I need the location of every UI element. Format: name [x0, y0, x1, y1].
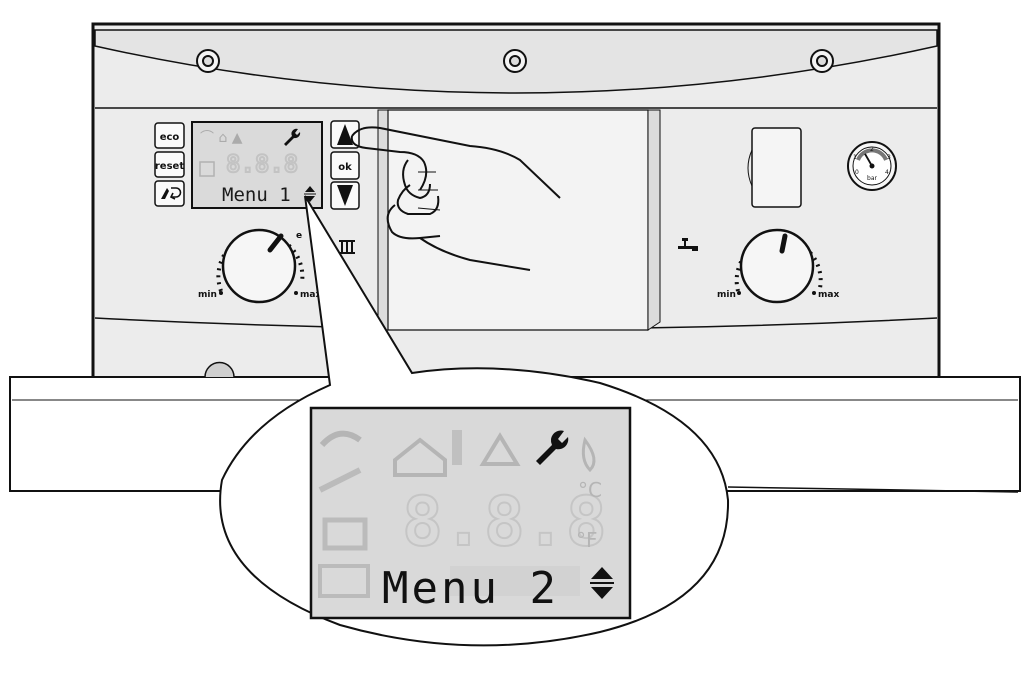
svg-text:⌒ ⌂ ▲: ⌒ ⌂ ▲ — [200, 130, 243, 146]
screw-left — [196, 49, 220, 73]
reset-button[interactable]: reset — [154, 151, 185, 178]
faded-status-icons: 8.8.8 °C °F — [318, 430, 608, 598]
hot-water-knob-max-label: max — [818, 290, 839, 300]
small-display-segments: 8.8.8 — [226, 150, 298, 178]
hot-water-knob-min-label: min — [717, 290, 736, 300]
wrench-icon — [284, 128, 301, 146]
tap-icon — [678, 238, 698, 251]
gauge-tick-1: 1 — [853, 154, 857, 161]
arrow-down-icon — [337, 185, 353, 206]
heating-knob-e-label: e — [296, 231, 302, 241]
arrow-up-icon — [337, 124, 353, 145]
ok-button[interactable]: ok — [330, 151, 360, 180]
zoom-display-unit-f: °F — [576, 528, 598, 552]
eco-button-label: eco — [160, 132, 180, 143]
chimney-sweep-button[interactable] — [154, 180, 185, 207]
gauge-tick-2: 2 — [870, 146, 874, 153]
zoom-display-unit-c: °C — [578, 478, 602, 502]
gauge-tick-4: 4 — [885, 169, 889, 176]
pointing-hand-icon — [350, 126, 561, 271]
gauge-tick-3: 3 — [887, 154, 891, 161]
screw-center — [503, 49, 527, 73]
eco-button[interactable]: eco — [154, 122, 185, 149]
heating-temperature-knob[interactable] — [216, 228, 305, 304]
chimney-sweep-icon — [161, 187, 182, 200]
small-display-menu-text: Menu 1 — [222, 184, 291, 206]
central-insert-panel — [377, 109, 661, 331]
radiator-icon — [339, 240, 355, 254]
pressure-gauge: 0 1 2 3 4 bar — [847, 141, 897, 191]
hot-water-temperature-knob[interactable] — [734, 228, 823, 304]
heating-knob-min-label: min — [198, 290, 217, 300]
reset-button-label: reset — [155, 161, 184, 172]
up-down-arrows-icon — [304, 186, 316, 202]
gauge-tick-0: 0 — [855, 169, 859, 176]
gauge-unit-label: bar — [867, 175, 877, 182]
small-lcd-display: ⌒ ⌂ ▲ 8.8.8 Menu 1 — [191, 121, 323, 209]
status-window — [747, 127, 802, 208]
zoom-display-menu-text: Menu 2 — [382, 563, 559, 614]
zoom-display-segments: 8.8.8 — [402, 483, 607, 562]
up-down-arrows-icon-large — [590, 567, 614, 599]
wrench-icon-large — [536, 430, 569, 465]
down-button[interactable] — [330, 181, 360, 210]
ok-button-label: ok — [338, 162, 352, 173]
screw-right — [810, 49, 834, 73]
zoomed-lcd-display: 8.8.8 °C °F Menu 2 — [309, 406, 632, 620]
heating-knob-max-label: max — [300, 290, 321, 300]
